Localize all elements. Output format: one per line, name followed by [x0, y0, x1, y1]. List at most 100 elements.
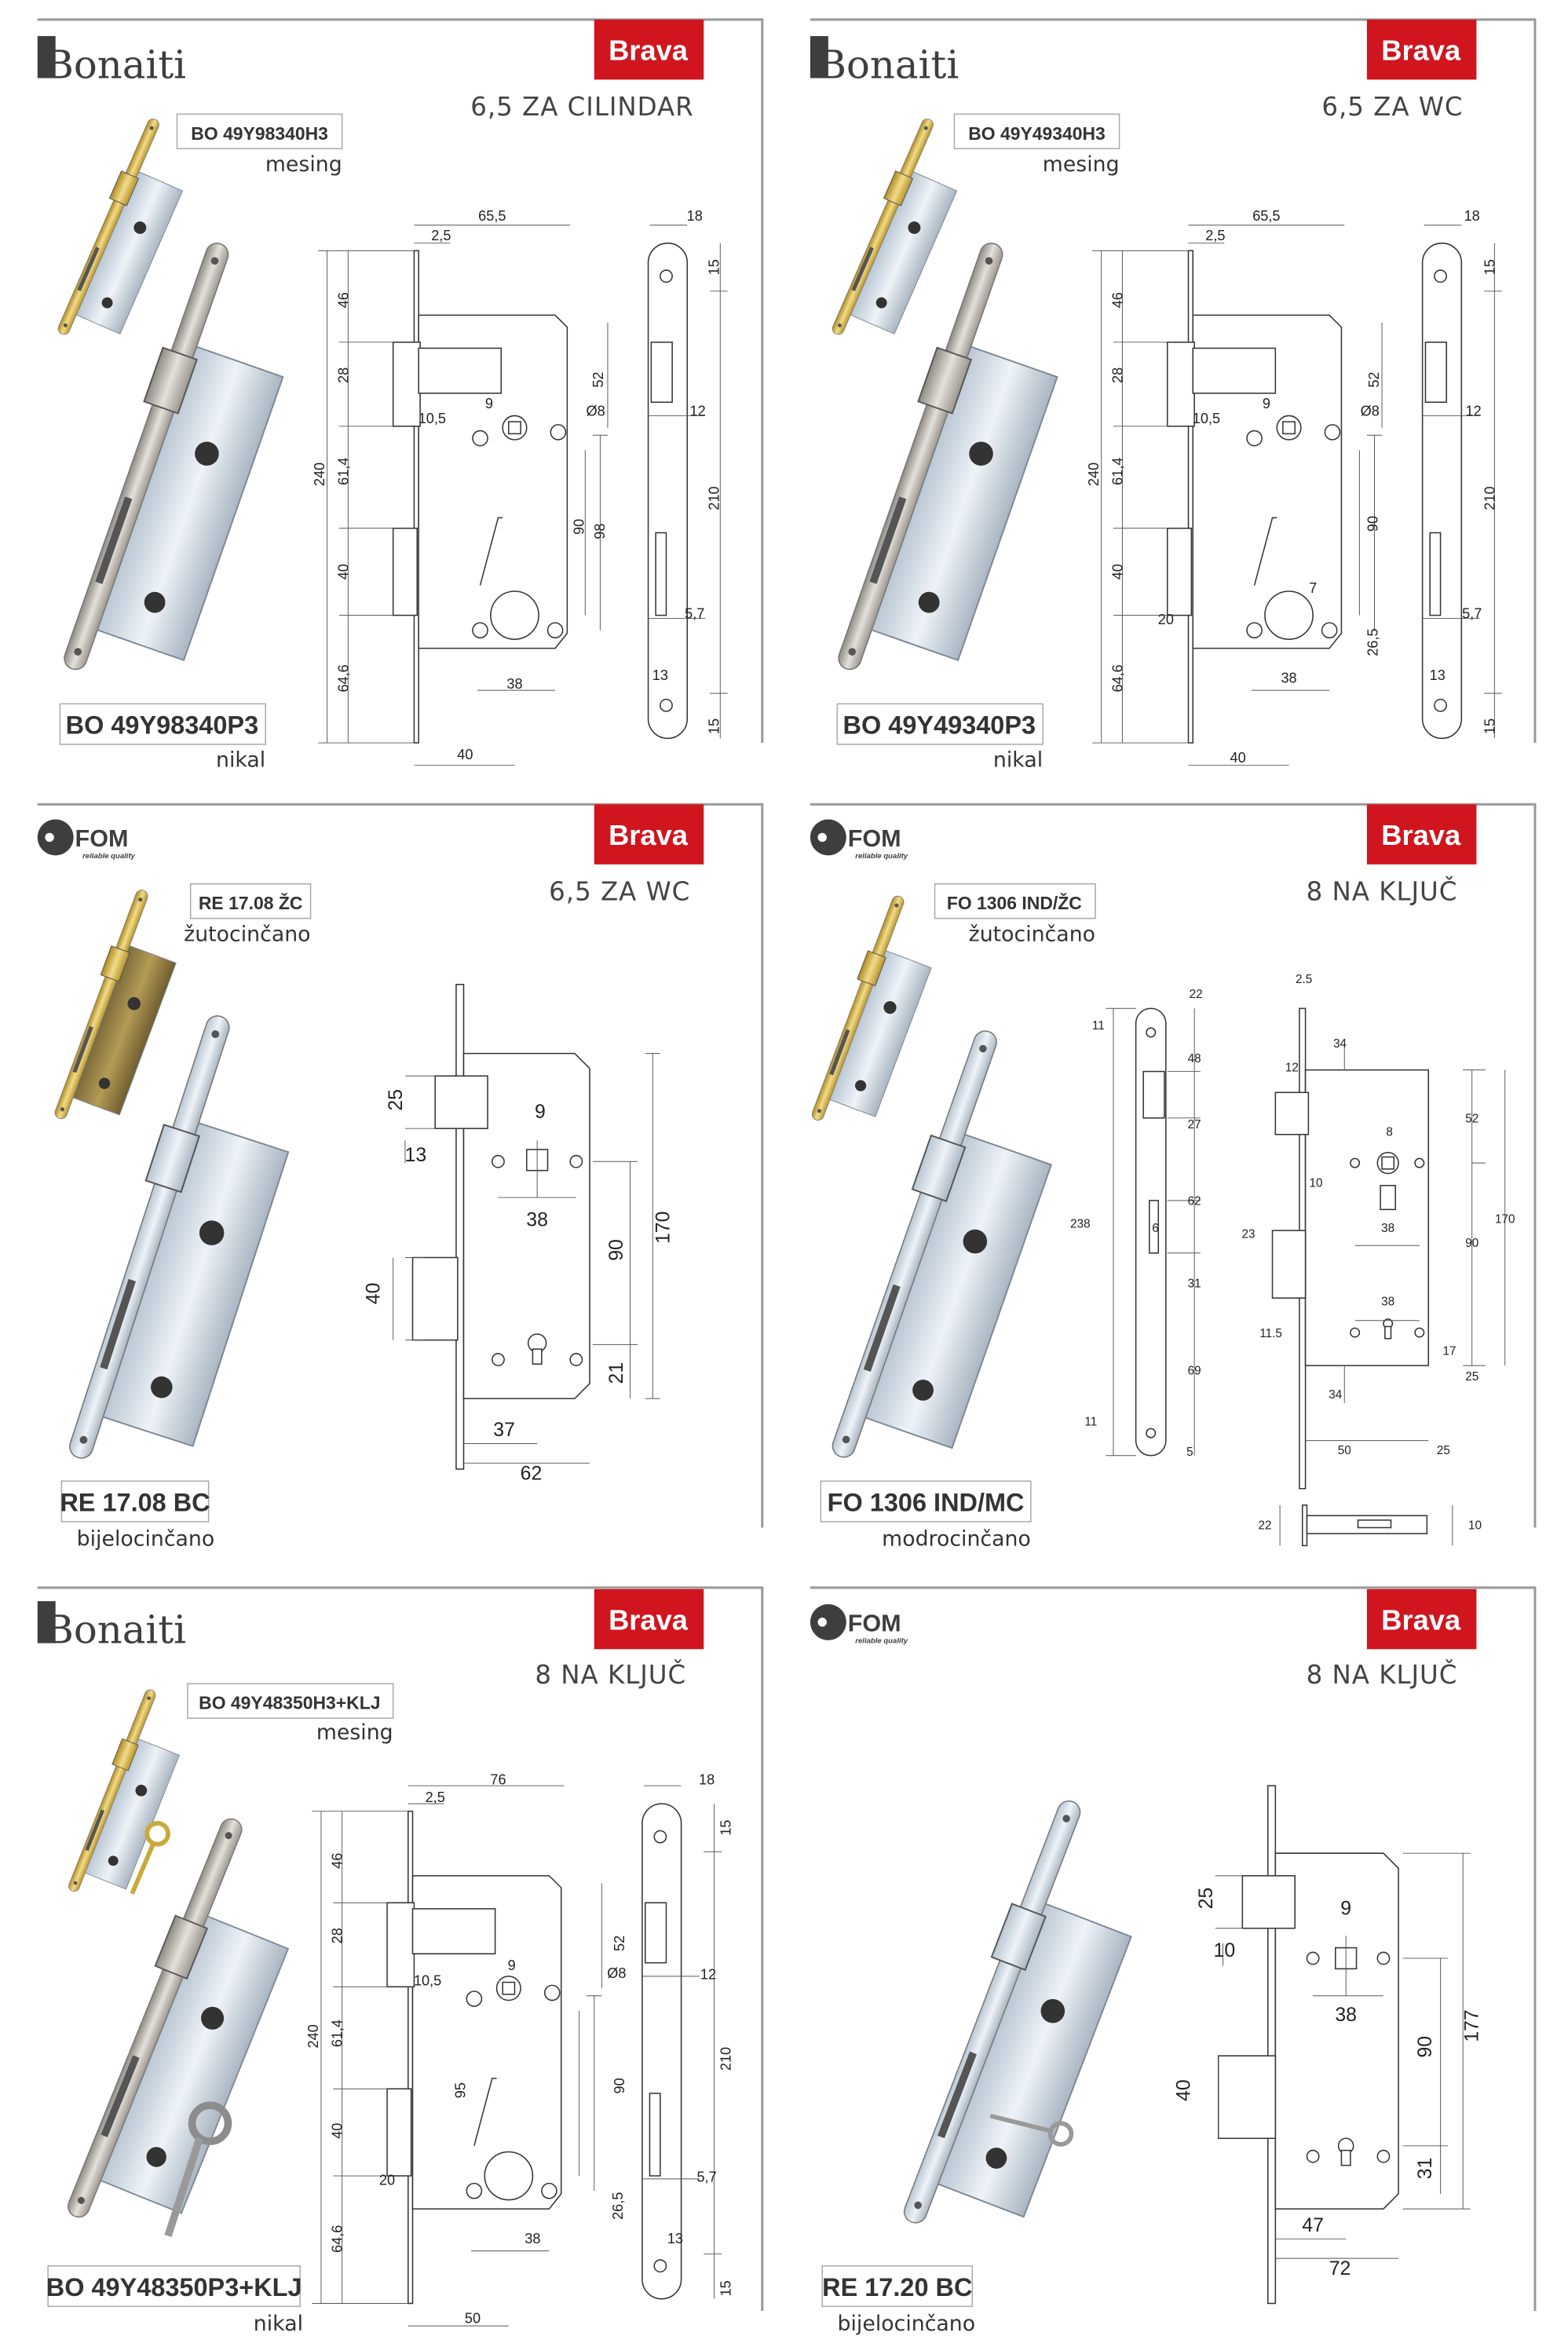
- dimension-label: 38: [1281, 671, 1296, 686]
- lock-photo-yellow-zinc: [54, 890, 177, 1120]
- dimension-label: 28: [1109, 367, 1125, 383]
- cylinder-hole: [146, 2147, 166, 2167]
- drawing-line: [653, 1830, 667, 1844]
- dimension-label: 10: [1309, 1177, 1322, 1190]
- dimension-label: 210: [1482, 486, 1497, 510]
- lock-photo-yellow-zinc: [811, 895, 932, 1121]
- dimension-label: 64,6: [1109, 664, 1125, 692]
- dimension-label: 15: [1482, 259, 1497, 275]
- dimension-label: 28: [335, 367, 351, 383]
- drawing-line: [647, 242, 689, 740]
- drawing-line: [472, 430, 488, 447]
- dimension-label: 65,5: [1252, 208, 1280, 224]
- dimension-label: 2,5: [431, 228, 451, 243]
- dimension-label: 21: [606, 1362, 627, 1384]
- drawing-line: [1434, 269, 1447, 283]
- cylinder-hole: [855, 1080, 867, 1091]
- dimension-label: 170: [652, 1212, 674, 1244]
- lock-photo-blue-zinc: [832, 1030, 1053, 1458]
- top-finish: mesing: [1043, 152, 1120, 177]
- dimension-label: 38: [526, 1209, 548, 1230]
- dimension-label: 26,5: [610, 2192, 626, 2220]
- fom-logo: FOM reliable quality: [810, 1603, 908, 1646]
- dimension-label: 2,5: [426, 1789, 445, 1805]
- drawing-line: [1246, 430, 1263, 447]
- bottom-code-box: [821, 2265, 974, 2308]
- panel-frames: [37, 18, 1537, 2312]
- dimension-label: 11: [1092, 1019, 1105, 1033]
- dimension-label: 22: [1190, 988, 1203, 1001]
- dimension-label: 15: [706, 259, 722, 275]
- bottom-code-box: [820, 1480, 1032, 1523]
- bottom-product-code: BO 49Y49340P3: [843, 711, 1036, 740]
- dimension-label: 47: [1302, 2215, 1324, 2236]
- fom-logo: FOM reliable quality: [37, 819, 136, 861]
- dimension-label: 72: [1329, 2258, 1351, 2279]
- product-subtitle: 8 NA KLJUČ: [1307, 1659, 1458, 1690]
- dimension-label: 5,7: [696, 2170, 716, 2185]
- drawing-line: [1187, 250, 1194, 744]
- drawing-line: [550, 424, 567, 441]
- dimension-label: 95: [452, 2082, 468, 2098]
- dimension-label: 9: [508, 1958, 516, 1973]
- cylinder-hole: [101, 297, 113, 309]
- drawing-line: [655, 532, 667, 616]
- product-subtitle: 6,5 ZA WC: [1321, 92, 1463, 122]
- dimension-label: 34: [1333, 1037, 1347, 1051]
- deadbolt-slot: [829, 1029, 850, 1076]
- spindle-hole: [883, 1000, 897, 1014]
- lock-photo-nickel: [838, 243, 1058, 671]
- bottom-product-code: RE 17.20 BC: [822, 2273, 972, 2301]
- screw-hole: [211, 1030, 220, 1038]
- dimension-labels: 2211482723862631691152.53412528101703823…: [1070, 973, 1515, 1533]
- dimension-label: 38: [524, 2231, 540, 2246]
- dimension-label: 38: [1381, 1296, 1394, 1309]
- panel-bo-49y98340: Bonaiti Brava 6,5 ZA CILINDAR BO 49Y9834…: [37, 19, 728, 773]
- latch-bolt: [857, 950, 886, 987]
- dimension-label: 40: [1109, 564, 1125, 579]
- drawing-line: [1282, 421, 1296, 435]
- badge-label: Brava: [609, 35, 689, 67]
- drawing-line: [546, 622, 564, 639]
- dimension-label: 52: [1465, 1113, 1478, 1126]
- drawing-line: [466, 1991, 483, 2007]
- cylinder-hole: [98, 1077, 111, 1089]
- dimension-label: 46: [335, 292, 351, 308]
- dimension-label: 76: [490, 1771, 506, 1787]
- bottom-product-code: RE 17.08 BC: [60, 1488, 210, 1516]
- spindle-hole: [201, 2006, 225, 2030]
- dimension-label: 18: [1464, 208, 1480, 224]
- deadbolt-slot: [85, 1809, 105, 1852]
- top-code-box: [176, 113, 343, 150]
- drawing-line: [1264, 590, 1314, 640]
- drawing-line: [1434, 698, 1447, 712]
- top-finish: mesing: [265, 152, 342, 177]
- technical-drawing: [1092, 225, 1502, 766]
- dimension-label: 9: [485, 396, 493, 411]
- logo-text: FOM: [848, 1610, 901, 1636]
- top-product-code: BO 49Y49340H3: [968, 123, 1106, 144]
- drawing-line: [318, 225, 728, 766]
- screw-hole: [63, 323, 68, 327]
- bottom-finish: nikal: [254, 2312, 303, 2336]
- drawing-line: [1324, 424, 1341, 441]
- drawing-line: [1429, 532, 1442, 616]
- dimension-label: 37: [493, 1420, 515, 1441]
- spindle-hole: [135, 1784, 148, 1797]
- dimension-label: 12: [700, 1967, 716, 1983]
- dimension-label: 25: [1465, 1370, 1478, 1384]
- panel-re-17-08: FOM reliable quality Brava 6,5 ZA WC RE …: [37, 804, 704, 1551]
- drawing-line: [386, 1902, 415, 1988]
- dimension-label: 25: [386, 1089, 407, 1111]
- deadbolt-slot: [95, 496, 133, 584]
- dimension-label: 177: [1461, 2009, 1482, 2042]
- dimension-label: 34: [1329, 1388, 1342, 1402]
- lock-photo-nickel: [68, 1818, 290, 2218]
- dimension-label: 12: [690, 403, 706, 419]
- drawing-line: [1246, 622, 1263, 639]
- dimension-label: 240: [312, 462, 327, 486]
- screw-hole: [817, 1109, 821, 1113]
- dimension-label: 15: [706, 718, 722, 734]
